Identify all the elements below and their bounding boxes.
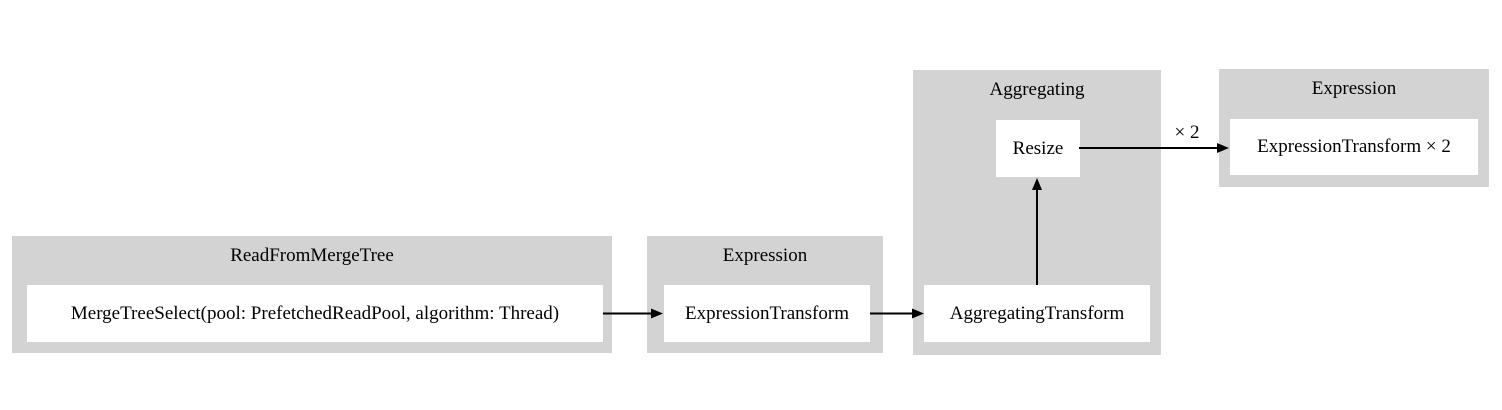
cluster-aggregating: Aggregating Resize AggregatingTransform (913, 70, 1161, 355)
cluster-expression-1: Expression ExpressionTransform (647, 236, 883, 353)
node-resize: Resize (996, 120, 1080, 177)
cluster-title: Aggregating (989, 79, 1085, 100)
node-expression-transform-x2: ExpressionTransform × 2 (1230, 119, 1478, 175)
cluster-title: Expression (1311, 78, 1397, 99)
node-aggregating-transform: AggregatingTransform (924, 285, 1150, 342)
cluster-title: ReadFromMergeTree (230, 245, 394, 266)
cluster-read-from-merge-tree: ReadFromMergeTree MergeTreeSelect(pool: … (12, 236, 612, 353)
node-merge-tree-select: MergeTreeSelect(pool: PrefetchedReadPool… (27, 285, 603, 342)
node-expression-transform: ExpressionTransform (664, 285, 870, 342)
cluster-title: Expression (722, 245, 808, 266)
edge-label-x2: × 2 (1174, 122, 1200, 143)
cluster-expression-2: Expression ExpressionTransform × 2 (1219, 69, 1489, 187)
